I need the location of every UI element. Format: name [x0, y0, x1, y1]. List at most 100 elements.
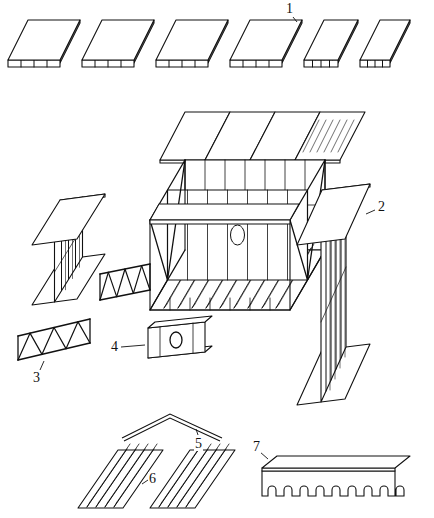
panel-stiffener [375, 60, 376, 67]
hull-structure [8, 20, 410, 508]
bottom-longitudinal [234, 304, 237, 308]
deck-plate [295, 112, 365, 160]
truss [54, 328, 66, 349]
leader-lines [40, 17, 375, 484]
panel-plate [78, 450, 163, 508]
frame-bracket [230, 298, 231, 310]
leader-line [366, 210, 375, 214]
floor-stiffener [160, 327, 161, 356]
callout-number: 4 [110, 340, 119, 354]
panel-stiffener [182, 60, 183, 67]
panel-stiffener [171, 444, 211, 502]
truss [42, 328, 54, 355]
panel-plate [304, 20, 358, 60]
callout-number: 1 [285, 2, 294, 16]
truss [17, 336, 18, 360]
bracket-bar [124, 418, 220, 441]
panel-stiffener-face [156, 60, 208, 67]
panel-stiffener [95, 60, 96, 67]
face-plate [262, 456, 410, 468]
bottom-longitudinal [206, 304, 209, 308]
panel-plate [82, 20, 154, 60]
panel-stiffener [117, 444, 157, 502]
panel-plate [150, 450, 235, 508]
panel-stiffener [108, 444, 148, 502]
block-side-truss [149, 264, 150, 290]
deck-hatch [338, 120, 354, 152]
callout-number: 3 [32, 371, 41, 385]
panel-stiffener-face [82, 60, 134, 67]
block-side-truss [99, 274, 100, 300]
lightening-hole [170, 332, 182, 348]
deck-hatch [303, 120, 319, 152]
lightening-hole [231, 225, 245, 245]
frame-bracket [270, 298, 271, 310]
panel-stiffener [87, 502, 90, 507]
deck-hatch [310, 120, 326, 152]
panel-stiffener [159, 502, 162, 507]
bottom-longitudinal [164, 304, 167, 308]
panel-stiffener [169, 60, 170, 67]
block-side-truss [108, 272, 116, 296]
leader-line [196, 429, 198, 435]
front-deck-edge [150, 220, 290, 224]
callout-number: 7 [252, 440, 261, 454]
panel-stiffener [108, 60, 109, 67]
front-deck-strip [150, 204, 299, 220]
panel-stiffener-face [304, 60, 338, 67]
frame-bracket [190, 298, 191, 310]
panel-stiffener [186, 502, 189, 507]
frame-bracket [170, 298, 171, 310]
panel-stiffener [329, 60, 330, 67]
callout-number: 2 [377, 200, 386, 214]
web-stiffener [335, 219, 336, 379]
truss [18, 343, 90, 360]
panel-stiffener [34, 60, 35, 67]
panel-stiffener [189, 444, 229, 502]
panel-stiffener-face [8, 60, 60, 67]
block-side-truss [100, 272, 108, 300]
frame-bracket [210, 298, 211, 310]
panel-plate [8, 20, 80, 60]
panel-stiffener [114, 502, 117, 507]
front-frame [150, 220, 290, 310]
panel-stiffener [180, 444, 220, 502]
panel-stiffener [121, 60, 122, 67]
girder-top-flange [297, 184, 370, 245]
panel-stiffener [321, 60, 322, 67]
block-side-truss [133, 266, 141, 294]
truss [89, 319, 90, 343]
panel-stiffener [21, 60, 22, 67]
leader-line [260, 452, 268, 459]
leader-line [40, 361, 44, 370]
truss [18, 333, 30, 360]
leader-line [293, 17, 297, 22]
web-stiffener [330, 230, 331, 390]
panel-stiffener [96, 502, 99, 507]
panel-stiffener [168, 502, 171, 507]
panel-plate [156, 20, 228, 60]
bottom-longitudinal [178, 304, 181, 308]
diagonal-brace [150, 220, 168, 280]
bottom-longitudinal [248, 304, 251, 308]
panel-stiffener [269, 60, 270, 67]
web-stringer [321, 267, 346, 322]
bottom-longitudinal [276, 304, 279, 308]
block-side-truss [142, 266, 150, 290]
panel-stiffener [99, 444, 139, 502]
bottom-longitudinal [192, 304, 195, 308]
truss [78, 322, 90, 343]
panel-plate [360, 20, 410, 60]
panel-stiffener [382, 60, 383, 67]
notched-web [262, 471, 404, 496]
deck-hatch [331, 120, 347, 152]
panel-plate [230, 20, 302, 60]
panel-stiffener [367, 60, 368, 67]
panel-stiffener [177, 502, 180, 507]
block-side-truss [117, 269, 125, 297]
panel-stiffener-face [230, 60, 282, 67]
floor-stiffener [193, 323, 194, 353]
